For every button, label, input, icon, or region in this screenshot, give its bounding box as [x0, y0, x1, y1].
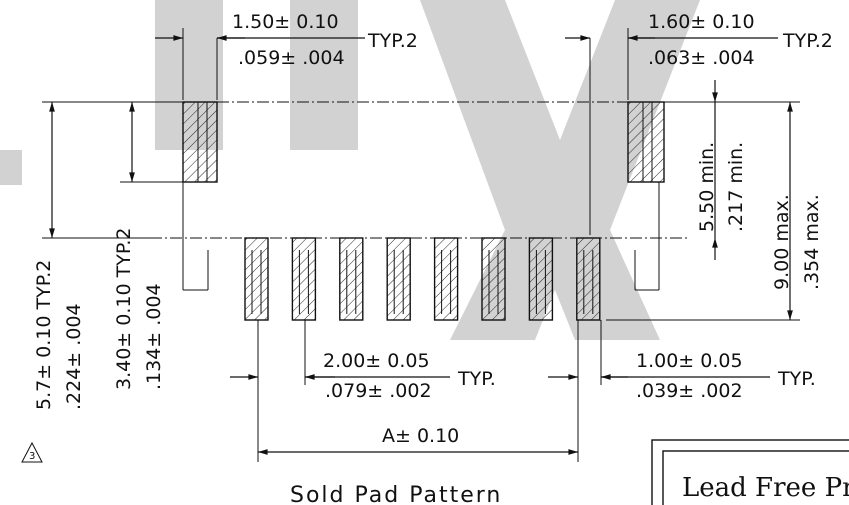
pad-length-metric: 3.40± 0.10 TYP.2: [113, 228, 135, 390]
signal-width-suffix: TYP.: [777, 368, 816, 390]
right-pad-width-inch: .063± .004: [648, 47, 755, 69]
left-ground-pad: [182, 101, 218, 183]
signal-pad: [386, 237, 411, 321]
signal-pad-row: [244, 237, 601, 321]
note-triangle-icon: 3: [21, 441, 43, 463]
signal-width-metric: 1.00± 0.05: [636, 350, 743, 372]
total-height-inch: .224± .004: [63, 303, 85, 410]
signal-pad: [291, 237, 317, 321]
right-ground-pad: [627, 101, 665, 183]
clearance-metric: 5.50 min.: [696, 142, 718, 232]
pad-length-inch: .134± .004: [143, 283, 165, 390]
right-pad-width-metric: 1.60± 0.10: [648, 11, 755, 33]
clearance-inch: .217 min.: [725, 142, 747, 232]
overall-metric: 9.00 max.: [771, 194, 793, 290]
signal-width-inch: .039± .002: [636, 380, 743, 402]
total-height-metric: 5.7± 0.10 TYP.2: [33, 260, 55, 410]
pitch-metric: 2.00± 0.05: [323, 350, 430, 372]
span-dimension: A± 0.10: [382, 425, 459, 447]
overall-inch: .354 max.: [801, 194, 823, 290]
signal-pad: [481, 237, 506, 321]
signal-pad: [339, 237, 364, 321]
diagram-title: Sold Pad Pattern: [290, 483, 502, 505]
lead-free-label: Lead Free Pro: [682, 473, 849, 503]
pad-width-inch: .059± .004: [238, 47, 345, 69]
right-pad-width-suffix: TYP.2: [782, 30, 833, 52]
signal-pad: [528, 237, 554, 321]
pitch-suffix: TYP.: [457, 368, 496, 390]
signal-pad: [433, 237, 459, 321]
pad-width-suffix: TYP.2: [367, 30, 418, 52]
signal-pad: [576, 237, 601, 321]
watermark-logo: [0, 0, 700, 340]
pad-width-metric: 1.50± 0.10: [232, 11, 339, 33]
lead-free-box: Lead Free Pro: [651, 439, 849, 505]
pitch-inch: .079± .002: [325, 380, 432, 402]
svg-text:3: 3: [29, 451, 35, 462]
signal-pad: [244, 237, 269, 321]
